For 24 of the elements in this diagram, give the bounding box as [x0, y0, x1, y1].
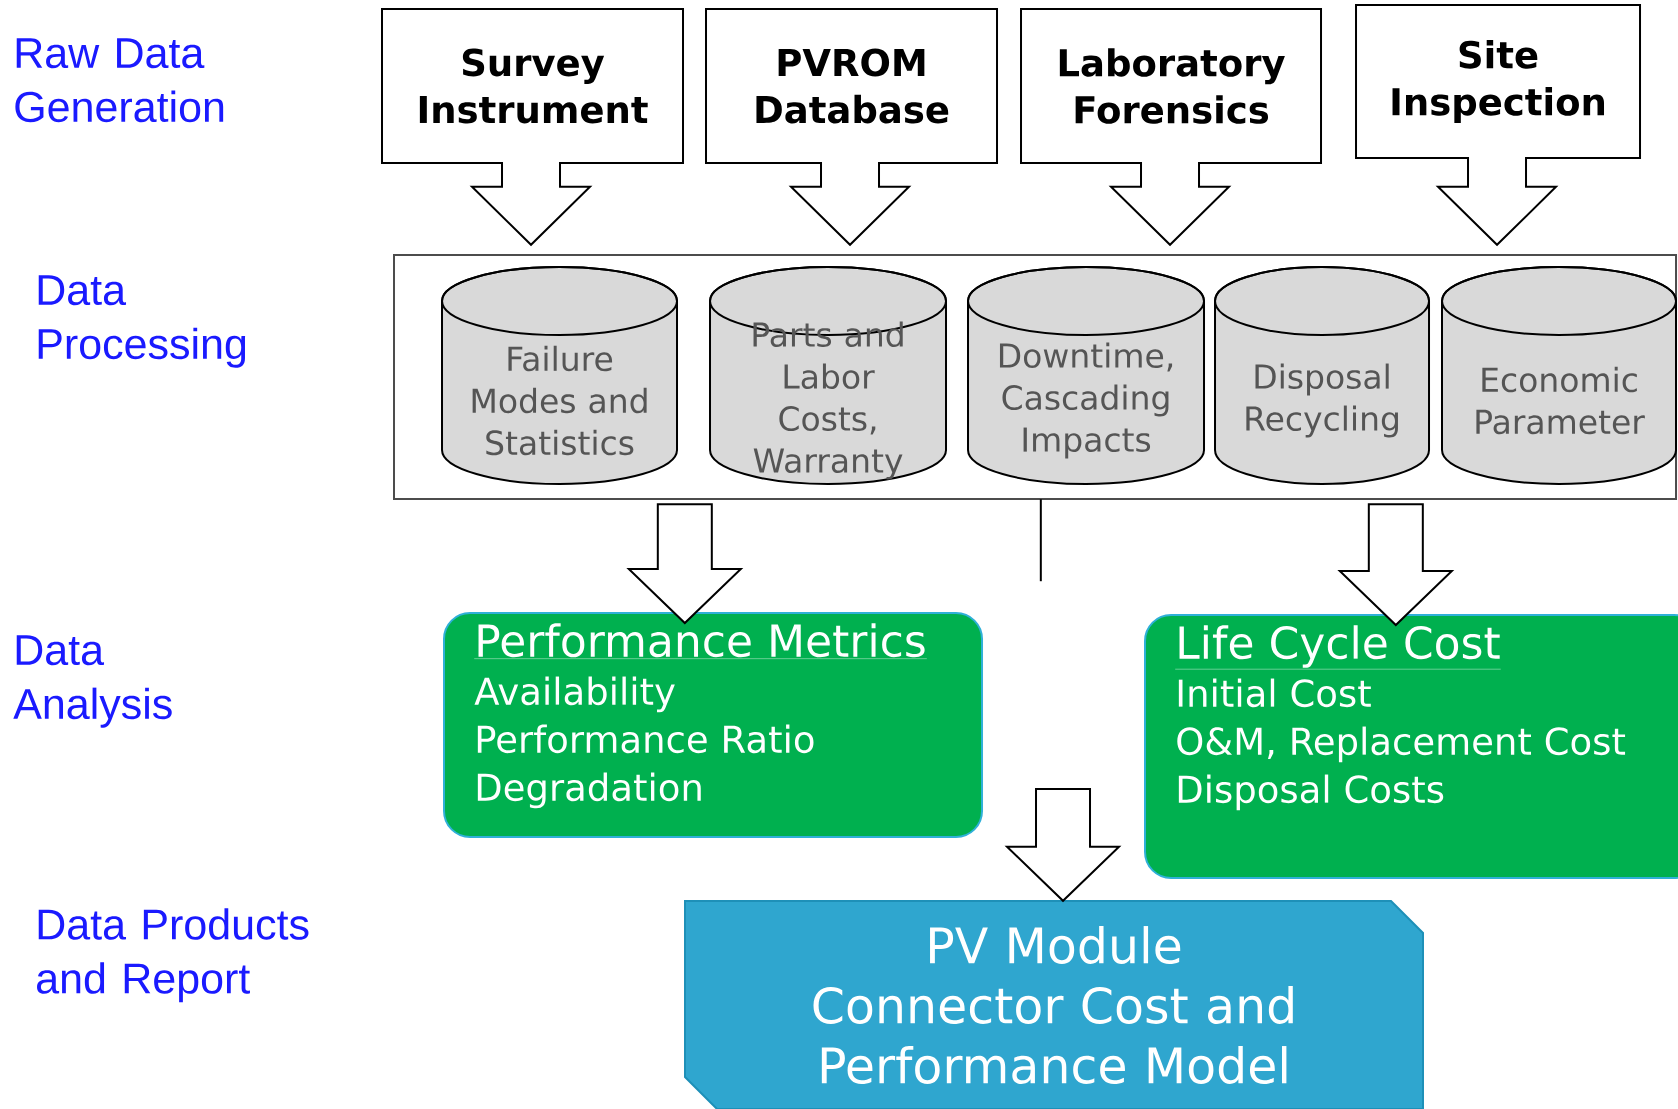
stage-label: Raw Data Generation [15, 38, 224, 123]
callout-box: Laboratory Forensics [1020, 8, 1322, 164]
block-arrow [1435, 156, 1559, 247]
database-cylinder: Failure Modes and Statistics [441, 266, 678, 485]
stage-label: Data Products and Report [37, 908, 309, 1003]
callout-box: Survey Instrument [381, 8, 684, 164]
stage-label: Data Analysis [13, 635, 172, 728]
database-cylinder: Downtime, Cascading Impacts [967, 266, 1205, 485]
callout-box: PVROM Database [705, 8, 998, 164]
block-arrow [469, 161, 593, 247]
connector-line [1039, 498, 1042, 583]
analysis-box: Performance Metrics Availability Performance Ratio Degradation [443, 612, 983, 838]
processing-frame [393, 254, 1677, 500]
database-cylinder: Disposal Recycling [1214, 266, 1430, 485]
analysis-box: Life Cycle Cost Initial Cost O&M, Replacement Cost Disposal Costs [1144, 614, 1678, 879]
block-arrow [1337, 503, 1455, 627]
callout-box: Site Inspection [1355, 4, 1641, 159]
database-cylinder: Economic Parameter [1441, 266, 1677, 485]
block-arrow [1004, 788, 1122, 903]
model-box: PV Module Connector Cost and Performance Model [684, 900, 1424, 1109]
block-arrow [626, 503, 744, 625]
stage-label: Data Processing [38, 275, 246, 368]
block-arrow [788, 161, 912, 247]
block-arrow [1108, 161, 1232, 247]
